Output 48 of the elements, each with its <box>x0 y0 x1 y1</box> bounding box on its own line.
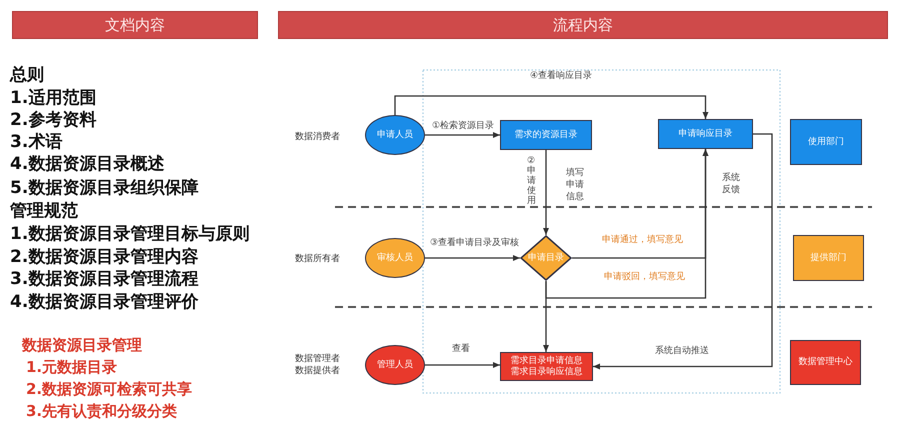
outline-item: 3.术语 <box>10 131 62 153</box>
annotation: 填写申请信息 <box>566 167 585 203</box>
edge-label: ④查看响应目录 <box>530 71 592 82</box>
arrow <box>394 95 708 119</box>
process-box: 需求的资源目录 <box>500 120 592 150</box>
outline-item: 管理规范 <box>10 200 78 222</box>
lane-label: 数据管理者数据提供者 <box>295 353 341 377</box>
department-box: 数据管理中心 <box>790 340 861 385</box>
edge-label: ②申请使用 <box>527 156 538 206</box>
outline-item: 总则 <box>10 64 44 86</box>
edge-label: 查看 <box>452 344 470 355</box>
outline-item: 2.参考资料 <box>10 109 96 131</box>
arrow <box>545 149 708 299</box>
outline-item: 5.数据资源目录组织保障 <box>10 177 198 199</box>
process-box: 申请响应目录 <box>658 119 753 149</box>
arrow <box>425 362 500 368</box>
actor-ellipse: 审核人员 <box>365 238 425 278</box>
header-box: 文档内容 <box>12 11 258 39</box>
outline-item: 4.数据资源目录概述 <box>10 153 164 175</box>
note-item: 1.元数据目录 <box>26 358 118 377</box>
outline-item: 1.数据资源目录管理目标与原则 <box>10 223 250 245</box>
header-box: 流程内容 <box>278 11 888 39</box>
arrow <box>593 133 773 370</box>
outline-item: 1.适用范围 <box>10 87 96 109</box>
outline-item: 4.数据资源目录管理评价 <box>10 291 198 313</box>
department-box: 提供部门 <box>793 235 864 281</box>
edge-label: ①检索资源目录 <box>432 121 494 132</box>
outline-item: 3.数据资源目录管理流程 <box>10 268 198 290</box>
annotation: 系统反馈 <box>722 172 741 196</box>
note-item: 数据资源目录管理 <box>22 336 142 355</box>
edge-label: ③查看申请目录及审核 <box>430 238 520 249</box>
edge-label: 系统自动推送 <box>655 346 709 357</box>
actor-ellipse: 申请人员 <box>365 115 425 155</box>
process-box: 需求目录申请信息需求目录响应信息 <box>500 352 593 381</box>
arrow <box>543 281 549 352</box>
edge-label: 申请驳回，填写意见 <box>604 272 685 283</box>
note-item: 2.数据资源可检索可共享 <box>26 380 192 399</box>
lane-label: 数据所有者 <box>295 252 340 265</box>
lane-label: 数据消费者 <box>295 130 340 143</box>
outline-item: 2.数据资源目录管理内容 <box>10 246 198 268</box>
edge-label: 申请通过，填写意见 <box>602 235 683 246</box>
department-box: 使用部门 <box>790 119 862 165</box>
arrow <box>425 132 500 138</box>
arrow <box>425 255 520 261</box>
note-item: 3.先有认责和分级分类 <box>26 402 178 421</box>
actor-ellipse: 管理人员 <box>365 345 425 385</box>
decision-diamond: 申请目录 <box>520 235 572 281</box>
arrow <box>543 150 549 235</box>
